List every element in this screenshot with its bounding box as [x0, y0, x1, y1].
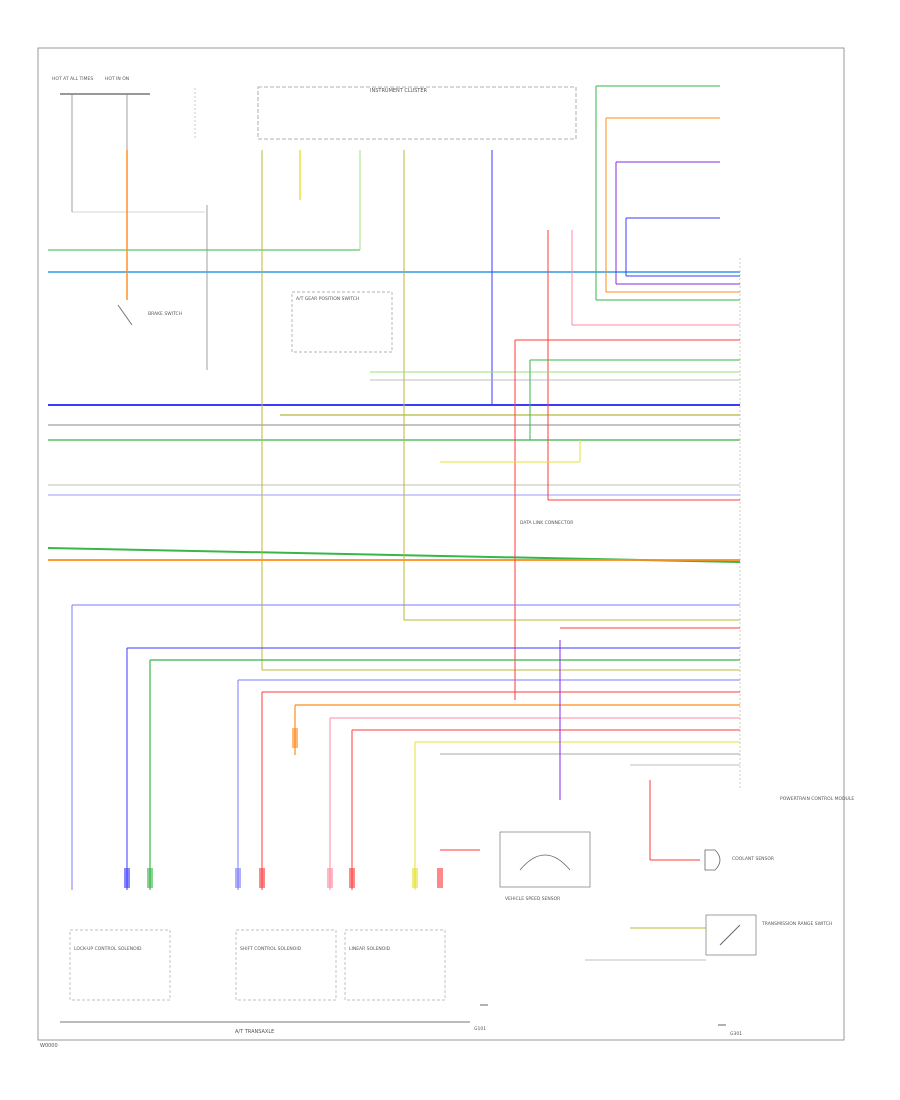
shift-solenoid-label: SHIFT CONTROL SOLENOID: [240, 946, 302, 952]
coolant-sensor-label: COOLANT SENSOR: [732, 856, 774, 862]
coolant-sensor-symbol: [704, 849, 721, 871]
connector-c8: [437, 868, 443, 888]
connector-c6: [349, 868, 355, 888]
range-switch-label: TRANSMISSION RANGE SWITCH: [761, 921, 832, 927]
dlc-label: DATA LINK CONNECTOR: [520, 520, 573, 526]
connector-c7: [412, 868, 418, 888]
lockup-solenoid-box: [69, 929, 171, 1001]
shift-solenoid-box: [235, 929, 337, 1001]
connector-c5: [327, 868, 333, 888]
fuse-label-hot-at-all-times: HOT AT ALL TIMES: [52, 76, 93, 82]
connector-c2: [147, 868, 153, 888]
range-switch-box: [705, 914, 757, 956]
gear-switch-label: A/T GEAR POSITION SWITCH: [296, 296, 359, 302]
connector-c1: [124, 868, 130, 888]
ground-g101-label: G101: [474, 1026, 486, 1032]
connector-c3: [235, 868, 241, 888]
range-switch-symbol: [719, 924, 741, 946]
connector-c4: [259, 868, 265, 888]
brake-switch-symbol: [117, 304, 133, 326]
ground-g301-label: G301: [730, 1031, 742, 1037]
gauge-arc: [519, 854, 571, 871]
gear-switch-box: [291, 291, 393, 353]
fuse-label-hot-in-on: HOT IN ON: [105, 76, 129, 82]
instrument-cluster-box: [257, 86, 577, 140]
ecm-label: POWERTRAIN CONTROL MODULE: [780, 796, 854, 802]
lockup-solenoid-label: LOCK-UP CONTROL SOLENOID: [74, 946, 142, 952]
page-label: W0000: [40, 1043, 58, 1049]
transaxle-label: A/T TRANSAXLE: [235, 1029, 274, 1035]
speed-sensor-label: VEHICLE SPEED SENSOR: [505, 896, 560, 902]
instrument-cluster-label: INSTRUMENT CLUSTER: [370, 88, 428, 94]
connector-c9: [292, 728, 298, 748]
linear-solenoid-box: [344, 929, 446, 1001]
speed-sensor-box: [499, 831, 591, 888]
linear-solenoid-label: LINEAR SOLENOID: [349, 946, 391, 952]
brake-switch-label: BRAKE SWITCH: [148, 311, 182, 317]
diagram-frame: [37, 47, 845, 1041]
